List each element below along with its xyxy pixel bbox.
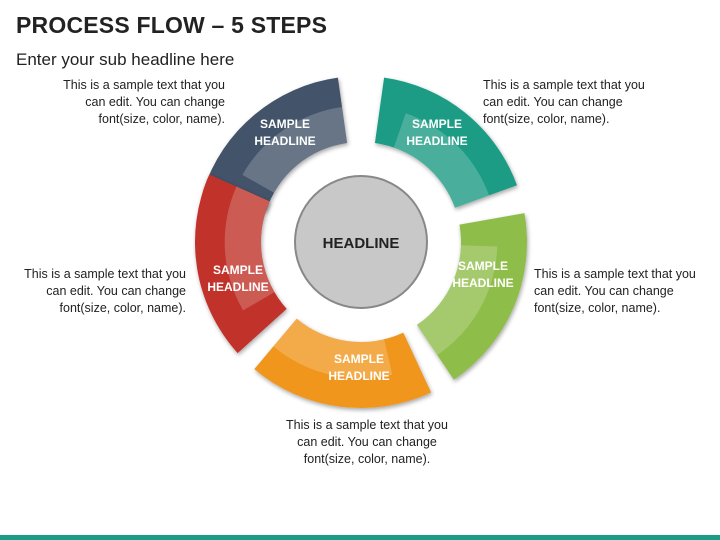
page-subtitle: Enter your sub headline here	[16, 50, 235, 69]
step-1-segment	[203, 77, 348, 212]
step-4-segment	[254, 318, 432, 408]
step-2-highlight	[393, 113, 490, 208]
step-5-arc	[194, 174, 287, 354]
step-1-label-line-1: SAMPLE	[260, 117, 310, 131]
step-3-arc	[416, 213, 527, 380]
footer-bar	[0, 535, 720, 540]
center-headline: HEADLINE	[323, 235, 400, 252]
step-2-label-line-2: HEADLINE	[406, 134, 467, 148]
step-3-label-line-1: SAMPLE	[458, 259, 508, 273]
step-1-highlight	[242, 107, 348, 193]
step-1-label-line-2: HEADLINE	[254, 134, 315, 148]
step-5-segment	[194, 174, 287, 354]
step-4-label-line-1: SAMPLE	[334, 352, 384, 366]
step-3-highlight	[416, 245, 498, 355]
step-5-label-line-1: SAMPLE	[213, 263, 263, 277]
step-2-arc	[374, 77, 517, 208]
step-4-highlight	[273, 318, 393, 379]
step-4-label-line-2: HEADLINE	[328, 369, 389, 383]
step-3-label-line-2: HEADLINE	[452, 276, 513, 290]
step-5-highlight	[224, 186, 275, 311]
center-circle	[294, 175, 428, 309]
page-title: PROCESS FLOW – 5 STEPS	[16, 12, 328, 38]
step-5-label-line-2: HEADLINE	[207, 280, 268, 294]
step-4-arc	[254, 318, 432, 408]
step-3-segment	[416, 213, 527, 380]
step-2-label-line-1: SAMPLE	[412, 117, 462, 131]
step-2-segment	[374, 77, 517, 208]
step-1-arc	[203, 77, 348, 212]
